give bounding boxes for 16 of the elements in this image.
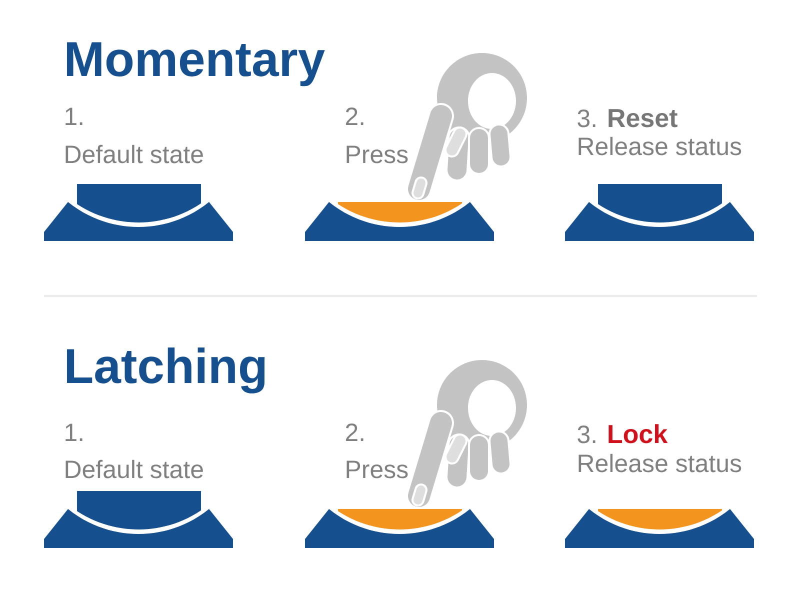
- section-heading: Momentary: [67, 42, 325, 86]
- step-label: Press: [346, 146, 408, 164]
- step-title: Reset: [608, 109, 678, 128]
- step-number: 1.: [66, 108, 82, 125]
- step-label: Release status: [578, 136, 742, 156]
- step-number: 3.: [578, 426, 596, 444]
- step-label: Press: [346, 460, 408, 478]
- step-number: 2.: [346, 424, 364, 441]
- step-title: Lock: [608, 424, 668, 444]
- step-number: 3.: [578, 110, 596, 128]
- section-heading: Latching: [67, 347, 265, 394]
- step-label: Default state: [66, 144, 203, 164]
- step-number: 2.: [346, 108, 364, 125]
- step-number: 1.: [66, 424, 82, 441]
- step-label: Default state: [66, 460, 203, 478]
- step-label: Release status: [578, 454, 742, 472]
